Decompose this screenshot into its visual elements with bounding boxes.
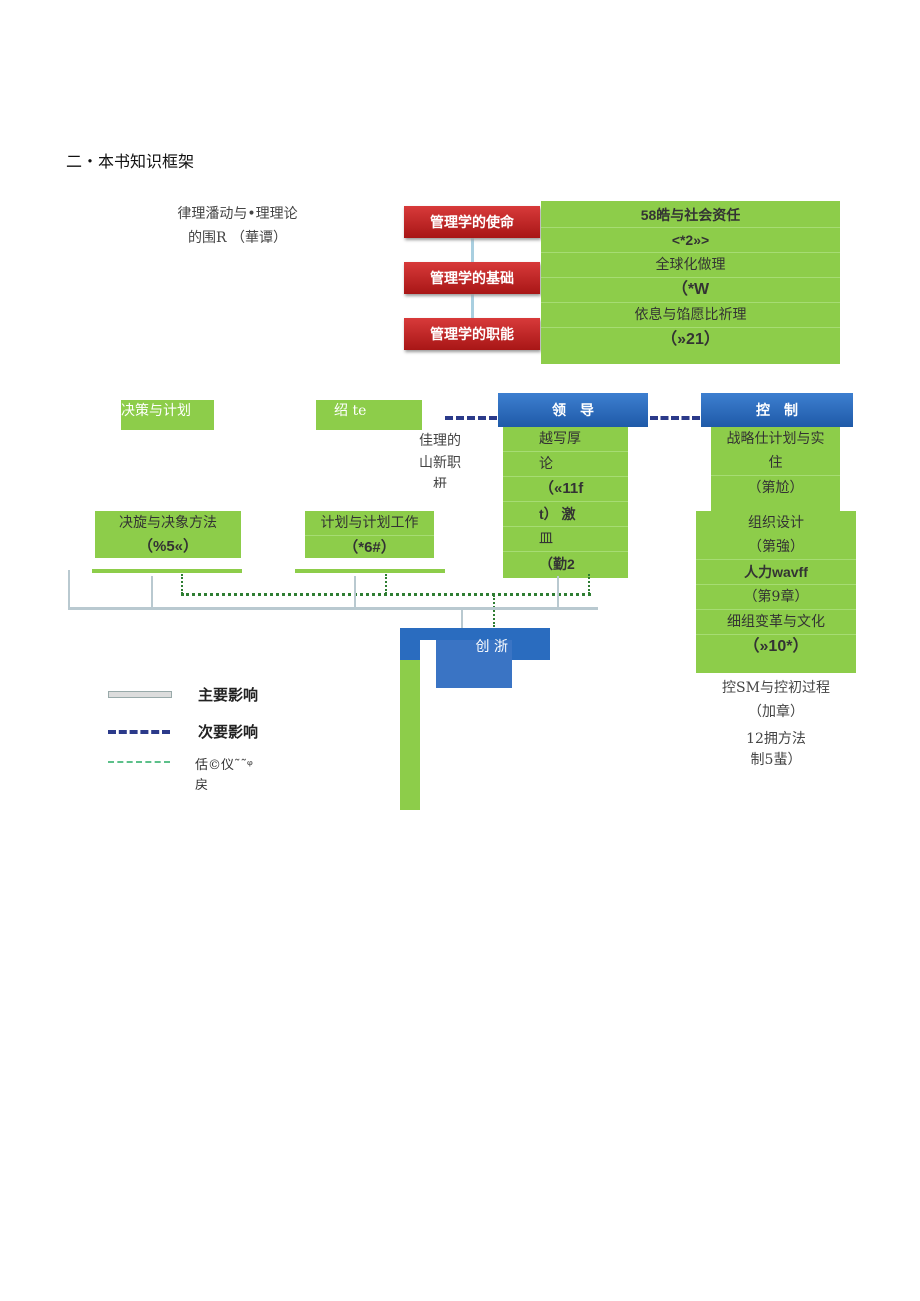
- intro-line: 律理潘动与•理理论: [177, 206, 298, 222]
- lead-row: 越写厚: [503, 427, 628, 452]
- legend-primary: 主要影响: [198, 686, 259, 704]
- lead-row: 论: [503, 452, 628, 477]
- legend-tertiary: 佸©仪˜˜ᵠ 戻: [195, 758, 253, 793]
- green-row: （*W: [541, 278, 840, 303]
- box-line: 决旋与决象方法: [119, 515, 217, 531]
- note-line: 12拥方法: [746, 731, 806, 747]
- tick: [354, 576, 356, 610]
- organizing-box: 绍 te: [316, 400, 422, 430]
- tertiary-dotted-line: [181, 593, 591, 596]
- tick: [151, 576, 153, 610]
- red-box-mission: 管理学的使命: [404, 206, 540, 238]
- dotted-arrow: [181, 574, 183, 594]
- right-notes: 控SM与控初过程 （加章） 12拥方法 制5蜚）: [700, 676, 852, 770]
- dotted-arrow: [493, 595, 495, 627]
- planning-work-box: 计划与计划工作 （*6#）: [305, 511, 434, 558]
- bar: [295, 569, 445, 573]
- org-row: 细组变革与文化: [696, 610, 856, 635]
- green-row: <*2»>: [541, 228, 840, 253]
- note-line: 控SM与控初过程: [722, 680, 830, 696]
- lead-row: 皿: [503, 527, 628, 552]
- green-row: 依息与馅愿比祈理: [541, 303, 840, 328]
- innovation-note: 佳理的 山新职 枅: [412, 430, 468, 488]
- note-line: （加章）: [748, 704, 804, 720]
- box-line: 计划与计划工作: [305, 511, 434, 536]
- dotted-arrow: [588, 574, 590, 594]
- innovation-strip: [400, 660, 420, 810]
- section-heading: 二・本书知识框架: [66, 152, 195, 171]
- lead-row: （«11f: [503, 477, 628, 502]
- dotted-arrow: [385, 574, 387, 594]
- note-line: 制5蜚）: [750, 752, 802, 768]
- org-row: （»10*）: [743, 638, 809, 655]
- control-header: 控 制: [701, 393, 853, 427]
- green-row: 全球化做理: [541, 253, 840, 278]
- tick: [461, 608, 463, 628]
- gap: [420, 640, 436, 810]
- organizing-column: 组织设计 （第強） 人力wavff （第9章） 细组变革与文化 （»10*）: [696, 511, 856, 673]
- leading-column: 越写厚 论 （«11f t） 激 皿 （勤2: [503, 427, 628, 578]
- decision-planning-box: 决策与计划: [121, 400, 214, 430]
- leading-header: 领 导: [498, 393, 648, 427]
- secondary-arrow: [650, 416, 700, 420]
- red-box-functions: 管理学的职能: [404, 318, 540, 350]
- org-row: 组织设计: [748, 515, 804, 531]
- box-line: （*6#）: [343, 539, 396, 556]
- lead-row: t） 激: [503, 502, 628, 527]
- note-line: 山新职: [419, 455, 461, 471]
- control-row: 战略仕计划与实: [726, 431, 825, 447]
- lead-row: （勤2: [539, 556, 575, 572]
- tick: [557, 576, 559, 610]
- green-row: （»21）: [661, 331, 720, 348]
- secondary-arrow-icon: [108, 730, 170, 734]
- base-line: [68, 607, 598, 610]
- secondary-arrow: [445, 416, 497, 420]
- primary-arrow-icon: [108, 691, 172, 698]
- control-column: 战略仕计划与实 住 （第尬）: [711, 427, 840, 511]
- decision-method-box: 决旋与决象方法 （%5«）: [95, 511, 241, 558]
- tertiary-arrow-icon: [108, 761, 170, 763]
- green-row: 58皓与社会资任: [541, 203, 840, 228]
- box-line: （%5«）: [137, 538, 199, 555]
- bar: [92, 569, 242, 573]
- control-row: 住: [711, 451, 840, 476]
- note-line: 枅: [433, 477, 447, 488]
- top-green-block: 58皓与社会资任 <*2»> 全球化做理 （*W 依息与馅愿比祈理 （»21）: [541, 201, 840, 364]
- control-row: （第尬）: [747, 480, 804, 496]
- innovation-box: 创 浙: [436, 640, 512, 688]
- org-row: （第9章）: [696, 585, 856, 610]
- intro-line: 的围R （華谭）: [188, 230, 287, 246]
- legend-secondary: 次要影响: [198, 723, 259, 741]
- org-row: （第強）: [696, 535, 856, 560]
- org-row: 人力wavff: [696, 560, 856, 585]
- intro-text: 律理潘动与•理理论 的围R （華谭）: [150, 202, 325, 250]
- tick: [68, 570, 70, 610]
- note-line: 佳理的: [419, 433, 461, 449]
- red-box-foundation: 管理学的基础: [404, 262, 540, 294]
